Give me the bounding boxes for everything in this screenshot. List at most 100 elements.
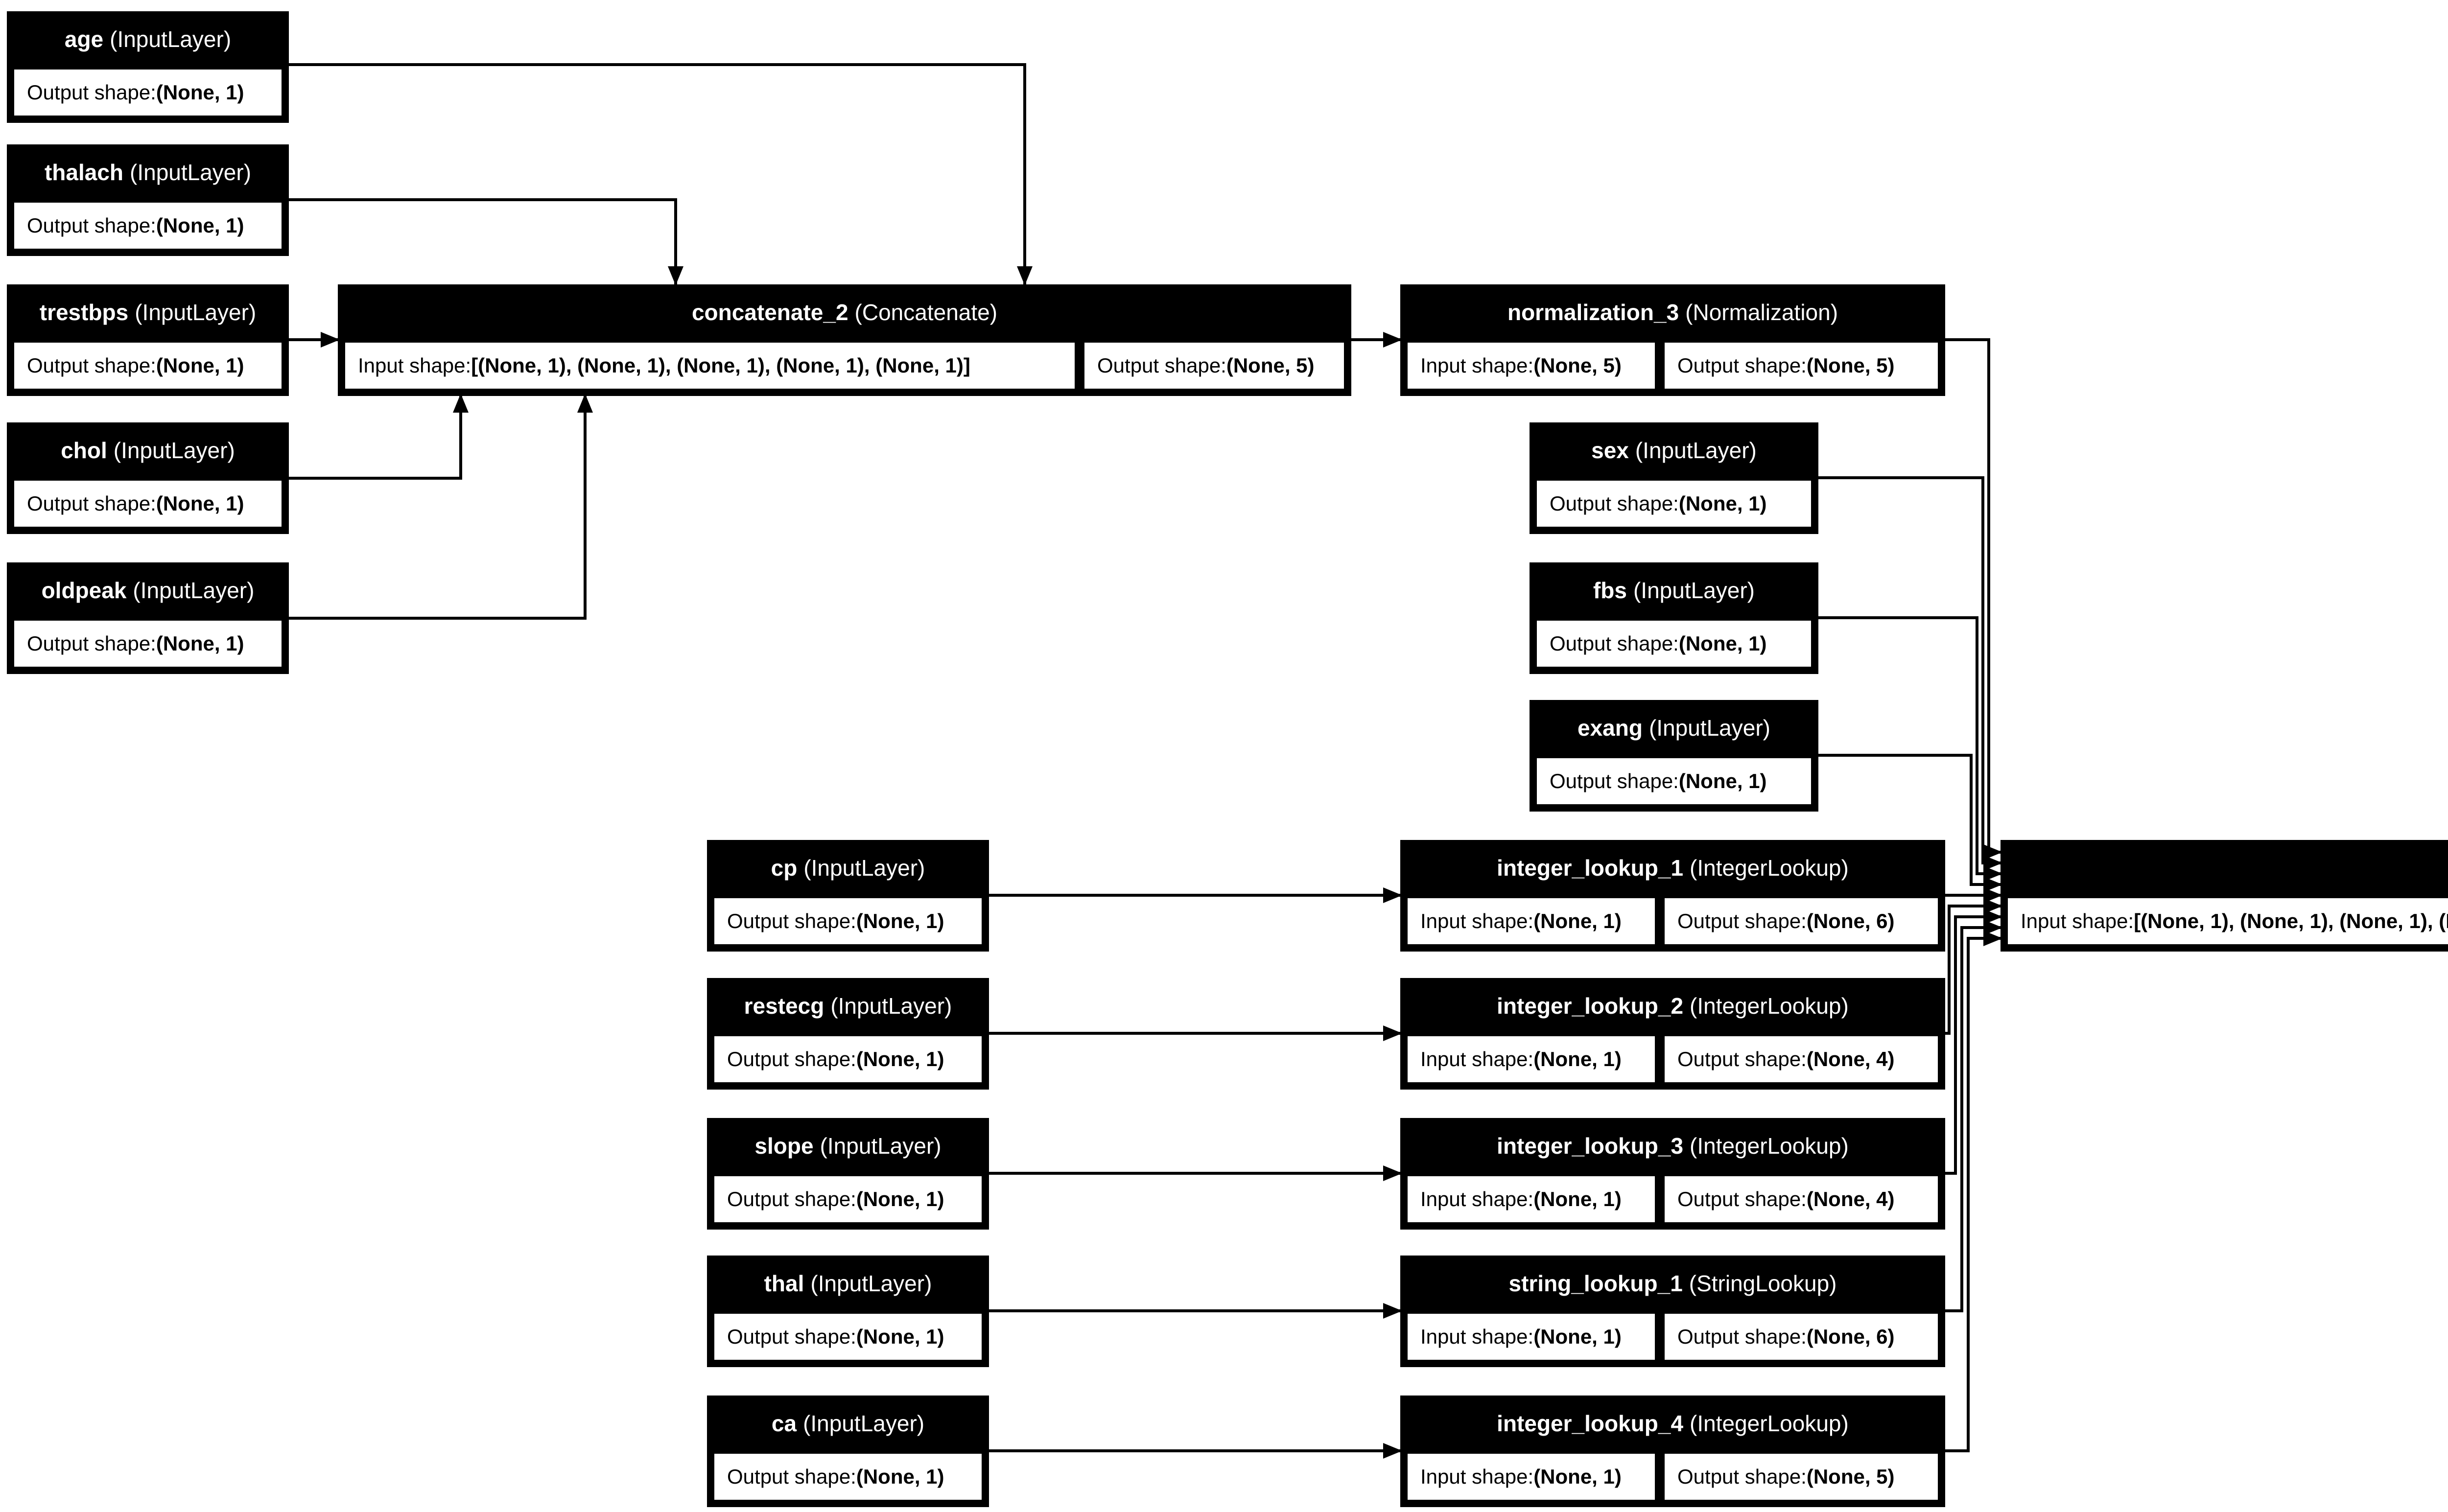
node-sex: sex(InputLayer) Output shape: (None, 1) bbox=[1530, 422, 1818, 534]
edge-integer_lookup_2-concatenate_3 bbox=[1945, 898, 2002, 1035]
node-cp: cp(InputLayer) Output shape: (None, 1) bbox=[707, 840, 989, 952]
node-restecg-title: restecg(InputLayer) bbox=[707, 978, 989, 1034]
layer-type: (InputLayer) bbox=[130, 160, 252, 185]
node-thal-title: thal(InputLayer) bbox=[707, 1256, 989, 1311]
node-trestbps: trestbps(InputLayer) Output shape: (None… bbox=[7, 284, 289, 396]
node-ca: ca(InputLayer) Output shape: (None, 1) bbox=[707, 1396, 989, 1507]
node-concatenate_3-input-shape: Input shape: [(None, 1), (None, 1), (Non… bbox=[2005, 896, 2448, 947]
node-string_lookup_1-title: string_lookup_1(StringLookup) bbox=[1400, 1256, 1945, 1311]
layer-name: string_lookup_1 bbox=[1508, 1271, 1683, 1296]
layer-type: (InputLayer) bbox=[830, 993, 952, 1019]
node-integer_lookup_4-input-shape: Input shape: (None, 1) bbox=[1405, 1451, 1657, 1502]
node-cp-output-shape: Output shape: (None, 1) bbox=[712, 896, 984, 947]
node-thalach-title: thalach(InputLayer) bbox=[7, 144, 289, 200]
node-cp-title: cp(InputLayer) bbox=[707, 840, 989, 896]
node-integer_lookup_2: integer_lookup_2(IntegerLookup) Input sh… bbox=[1400, 978, 1945, 1090]
node-fbs-output-shape: Output shape: (None, 1) bbox=[1534, 618, 1813, 669]
node-slope-output-shape: Output shape: (None, 1) bbox=[712, 1174, 984, 1225]
node-oldpeak: oldpeak(InputLayer) Output shape: (None,… bbox=[7, 562, 289, 674]
layer-type: (InputLayer) bbox=[1633, 578, 1755, 603]
layer-type: (InputLayer) bbox=[133, 578, 255, 603]
node-normalization_3-title: normalization_3(Normalization) bbox=[1400, 284, 1945, 340]
node-oldpeak-title: oldpeak(InputLayer) bbox=[7, 562, 289, 618]
node-integer_lookup_2-input-shape: Input shape: (None, 1) bbox=[1405, 1034, 1657, 1085]
edge-normalization_3-concatenate_3 bbox=[1945, 338, 2002, 860]
node-sex-output-shape: Output shape: (None, 1) bbox=[1534, 478, 1813, 529]
node-trestbps-output-shape: Output shape: (None, 1) bbox=[12, 340, 284, 391]
node-ca-title: ca(InputLayer) bbox=[707, 1396, 989, 1451]
node-string_lookup_1-output-shape: Output shape: (None, 6) bbox=[1662, 1311, 1940, 1362]
node-integer_lookup_3-output-shape: Output shape: (None, 4) bbox=[1662, 1174, 1940, 1225]
edge-chol-concatenate_2 bbox=[289, 394, 469, 480]
layer-type: (InputLayer) bbox=[803, 1411, 925, 1436]
layer-type: (IntegerLookup) bbox=[1690, 855, 1849, 881]
node-sex-title: sex(InputLayer) bbox=[1530, 422, 1818, 478]
layer-name: sex bbox=[1591, 438, 1629, 463]
layer-name: integer_lookup_2 bbox=[1497, 993, 1684, 1019]
node-exang-title: exang(InputLayer) bbox=[1530, 700, 1818, 756]
node-thal-output-shape: Output shape: (None, 1) bbox=[712, 1311, 984, 1362]
node-integer_lookup_4-output-shape: Output shape: (None, 5) bbox=[1662, 1451, 1940, 1502]
node-integer_lookup_4-title: integer_lookup_4(IntegerLookup) bbox=[1400, 1396, 1945, 1451]
layer-name: chol bbox=[61, 438, 107, 463]
layer-type: (InputLayer) bbox=[820, 1133, 942, 1159]
layer-type: (InputLayer) bbox=[135, 300, 257, 325]
node-integer_lookup_2-title: integer_lookup_2(IntegerLookup) bbox=[1400, 978, 1945, 1034]
layer-type: (Concatenate) bbox=[854, 300, 998, 325]
node-integer_lookup_1-input-shape: Input shape: (None, 1) bbox=[1405, 896, 1657, 947]
layer-name: ca bbox=[771, 1411, 797, 1436]
edge-age-concatenate_2 bbox=[289, 63, 1033, 285]
layer-type: (IntegerLookup) bbox=[1690, 993, 1849, 1019]
node-chol: chol(InputLayer) Output shape: (None, 1) bbox=[7, 422, 289, 534]
layer-type: (InputLayer) bbox=[810, 1271, 932, 1296]
layer-name: trestbps bbox=[39, 300, 129, 325]
edge-integer_lookup_3-concatenate_3 bbox=[1945, 909, 2002, 1175]
layer-name: thal bbox=[764, 1271, 804, 1296]
layer-type: (InputLayer) bbox=[110, 26, 232, 52]
layer-name: restecg bbox=[744, 993, 824, 1019]
layer-name: exang bbox=[1577, 715, 1643, 741]
layer-name: thalach bbox=[44, 160, 124, 185]
node-integer_lookup_3-input-shape: Input shape: (None, 1) bbox=[1405, 1174, 1657, 1225]
node-trestbps-title: trestbps(InputLayer) bbox=[7, 284, 289, 340]
node-normalization_3-output-shape: Output shape: (None, 5) bbox=[1662, 340, 1940, 391]
node-concatenate_3-title: concatenate_3(Concatenate) bbox=[2001, 840, 2448, 896]
layer-name: slope bbox=[754, 1133, 814, 1159]
node-normalization_3: normalization_3(Normalization) Input sha… bbox=[1400, 284, 1945, 396]
node-integer_lookup_1-output-shape: Output shape: (None, 6) bbox=[1662, 896, 1940, 947]
node-restecg: restecg(InputLayer) Output shape: (None,… bbox=[707, 978, 989, 1090]
layer-name: oldpeak bbox=[41, 578, 127, 603]
layer-name: fbs bbox=[1593, 578, 1627, 603]
layer-type: (InputLayer) bbox=[1648, 715, 1770, 741]
node-thalach: thalach(InputLayer) Output shape: (None,… bbox=[7, 144, 289, 256]
edge-sex-concatenate_3 bbox=[1818, 476, 2002, 871]
layer-type: (InputLayer) bbox=[113, 438, 235, 463]
node-normalization_3-input-shape: Input shape: (None, 5) bbox=[1405, 340, 1657, 391]
layer-type: (IntegerLookup) bbox=[1690, 1133, 1849, 1159]
node-chol-title: chol(InputLayer) bbox=[7, 422, 289, 478]
node-integer_lookup_2-output-shape: Output shape: (None, 4) bbox=[1662, 1034, 1940, 1085]
layer-name: concatenate_2 bbox=[691, 300, 848, 325]
node-string_lookup_1-input-shape: Input shape: (None, 1) bbox=[1405, 1311, 1657, 1362]
edge-fbs-concatenate_3 bbox=[1818, 616, 2002, 882]
layer-type: (InputLayer) bbox=[803, 855, 925, 881]
node-string_lookup_1: string_lookup_1(StringLookup) Input shap… bbox=[1400, 1256, 1945, 1367]
node-age: age(InputLayer) Output shape: (None, 1) bbox=[7, 11, 289, 123]
node-exang: exang(InputLayer) Output shape: (None, 1… bbox=[1530, 700, 1818, 812]
node-age-output-shape: Output shape: (None, 1) bbox=[12, 67, 284, 118]
node-exang-output-shape: Output shape: (None, 1) bbox=[1534, 756, 1813, 807]
edge-exang-concatenate_3 bbox=[1818, 754, 2002, 892]
node-integer_lookup_3: integer_lookup_3(IntegerLookup) Input sh… bbox=[1400, 1118, 1945, 1230]
node-concatenate_2: concatenate_2(Concatenate) Input shape: … bbox=[338, 284, 1351, 396]
node-slope-title: slope(InputLayer) bbox=[707, 1118, 989, 1174]
node-ca-output-shape: Output shape: (None, 1) bbox=[712, 1451, 984, 1502]
layer-type: (StringLookup) bbox=[1689, 1271, 1837, 1296]
edge-integer_lookup_4-concatenate_3 bbox=[1945, 930, 2002, 1452]
node-concatenate_2-title: concatenate_2(Concatenate) bbox=[338, 284, 1351, 340]
node-integer_lookup_3-title: integer_lookup_3(IntegerLookup) bbox=[1400, 1118, 1945, 1174]
node-integer_lookup_4: integer_lookup_4(IntegerLookup) Input sh… bbox=[1400, 1396, 1945, 1507]
layer-name: normalization_3 bbox=[1507, 300, 1679, 325]
layer-name: integer_lookup_1 bbox=[1497, 855, 1684, 881]
